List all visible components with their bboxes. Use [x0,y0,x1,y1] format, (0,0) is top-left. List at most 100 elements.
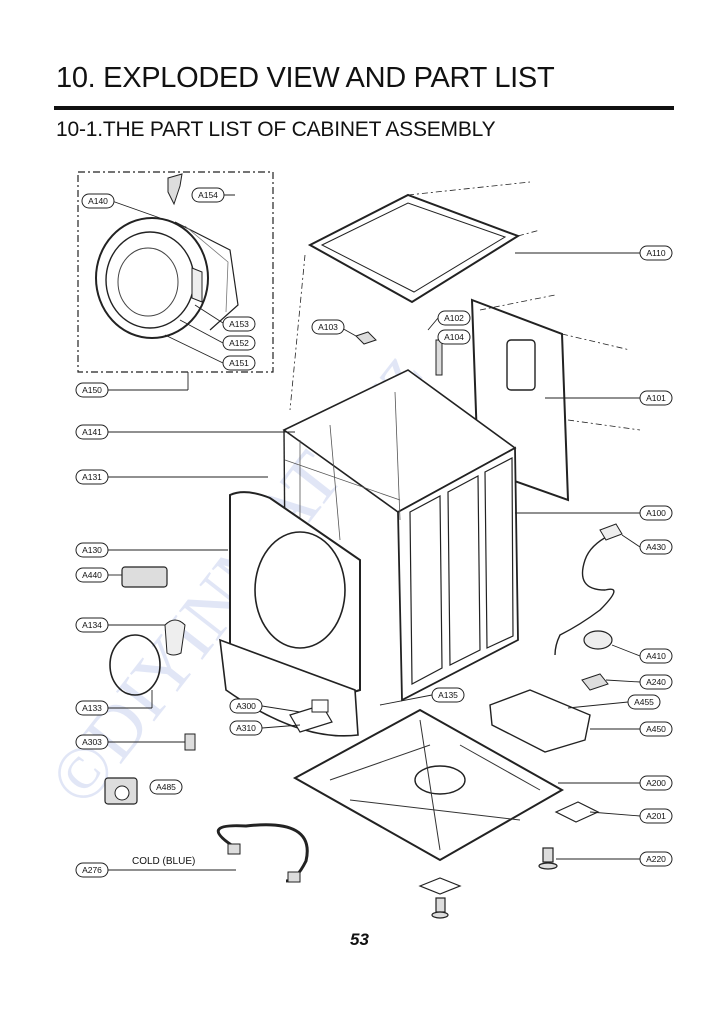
page-heading: 10. EXPLODED VIEW AND PART LIST [56,62,555,94]
svg-text:A102: A102 [444,313,464,323]
power-cord [554,534,615,656]
part-label-a131: A131 [75,469,109,485]
part-label-a140: A140 [81,193,115,209]
svg-text:A310: A310 [236,723,256,733]
top-plate-inner [320,202,507,293]
label-leaders [106,194,641,871]
svg-text:A153: A153 [229,319,249,329]
svg-text:A130: A130 [82,545,102,555]
svg-text:A300: A300 [236,701,256,711]
part-label-a220: A220 [639,851,673,867]
door-handle [191,267,203,303]
hose-note: COLD (BLUE) [132,856,195,867]
door-hinge [167,173,183,206]
svg-text:A410: A410 [646,651,666,661]
part-label-a430: A430 [639,539,673,555]
door-gasket-clamp [109,634,161,696]
part-label-a133: A133 [75,700,109,716]
water-valve-plug [184,733,196,751]
adjustable-foot [538,847,558,870]
svg-text:A430: A430 [646,542,666,552]
part-label-a240: A240 [639,674,673,690]
part-label-a485: A485 [149,779,183,795]
door-cover-edge [184,225,229,313]
door-assembly-box [77,171,274,373]
door-glass [117,247,179,317]
svg-text:A140: A140 [88,196,108,206]
part-label-a130: A130 [75,542,109,558]
pcb-assembly [489,689,591,753]
svg-text:A150: A150 [82,385,102,395]
part-label-a152: A152 [222,335,256,351]
svg-text:A134: A134 [82,620,102,630]
water-valve-inlet [114,785,130,801]
svg-text:A141: A141 [82,427,102,437]
svg-text:A101: A101 [646,393,666,403]
door-lock-switch [121,566,168,588]
svg-text:A485: A485 [156,782,176,792]
part-label-a200: A200 [639,775,673,791]
rear-panel-window [506,339,536,391]
heading-rule [54,106,674,110]
door-lever [164,619,186,656]
part-label-a134: A134 [75,617,109,633]
part-label-a303: A303 [75,734,109,750]
cabinet-side-ribs [409,457,514,685]
hose-fitting-a104 [435,339,443,376]
part-label-a104: A104 [437,329,471,345]
page-number: 53 [350,930,369,949]
front-panel-door-opening [254,531,346,649]
door-outer-frame [95,217,209,339]
rear-leg-bracket [418,877,462,895]
part-label-a410: A410 [639,648,673,664]
part-label-a151: A151 [222,355,256,371]
svg-text:A450: A450 [646,724,666,734]
svg-text:A100: A100 [646,508,666,518]
svg-text:A200: A200 [646,778,666,788]
svg-text:A455: A455 [634,697,654,707]
svg-text:A201: A201 [646,811,666,821]
leg-bracket [554,801,600,823]
part-label-a101: A101 [639,390,673,406]
part-label-a102: A102 [437,310,471,326]
power-plug [599,523,623,541]
section-heading: 10-1.THE PART LIST OF CABINET ASSEMBLY [56,118,496,141]
svg-text:A135: A135 [438,690,458,700]
part-label-a310: A310 [229,720,263,736]
part-label-a110: A110 [639,245,673,261]
part-label-a135: A135 [431,687,465,703]
door-cover [174,221,239,331]
part-label-a276: A276 [75,862,109,878]
part-label-a100: A100 [639,505,673,521]
svg-text:A133: A133 [82,703,102,713]
svg-text:A151: A151 [229,358,249,368]
svg-text:A276: A276 [82,865,102,875]
hose-fitting-top [227,843,241,855]
part-label-a150: A150 [75,382,109,398]
svg-text:A110: A110 [646,248,665,258]
rear-adjustable-foot [431,897,449,919]
part-label-a440: A440 [75,567,109,583]
hose-fitting-bottom [287,871,301,883]
part-label-a154: A154 [191,187,225,203]
svg-text:A240: A240 [646,677,666,687]
svg-text:A103: A103 [318,322,338,332]
svg-text:A440: A440 [82,570,102,580]
part-label-a141: A141 [75,424,109,440]
base-plate [292,708,565,862]
svg-text:A131: A131 [82,472,102,482]
assembly-guides [289,181,641,431]
base-braces [329,719,541,851]
detergent-part-a103 [355,331,377,345]
svg-text:A303: A303 [82,737,102,747]
part-label-a300: A300 [229,698,263,714]
part-label-a201: A201 [639,808,673,824]
connector-a240 [581,673,609,691]
pressure-switch [583,630,613,650]
part-label-a455: A455 [627,694,661,710]
part-label-a450: A450 [639,721,673,737]
part-label-a103: A103 [311,319,345,335]
part-label-a153: A153 [222,316,256,332]
filter-cap [311,699,329,713]
